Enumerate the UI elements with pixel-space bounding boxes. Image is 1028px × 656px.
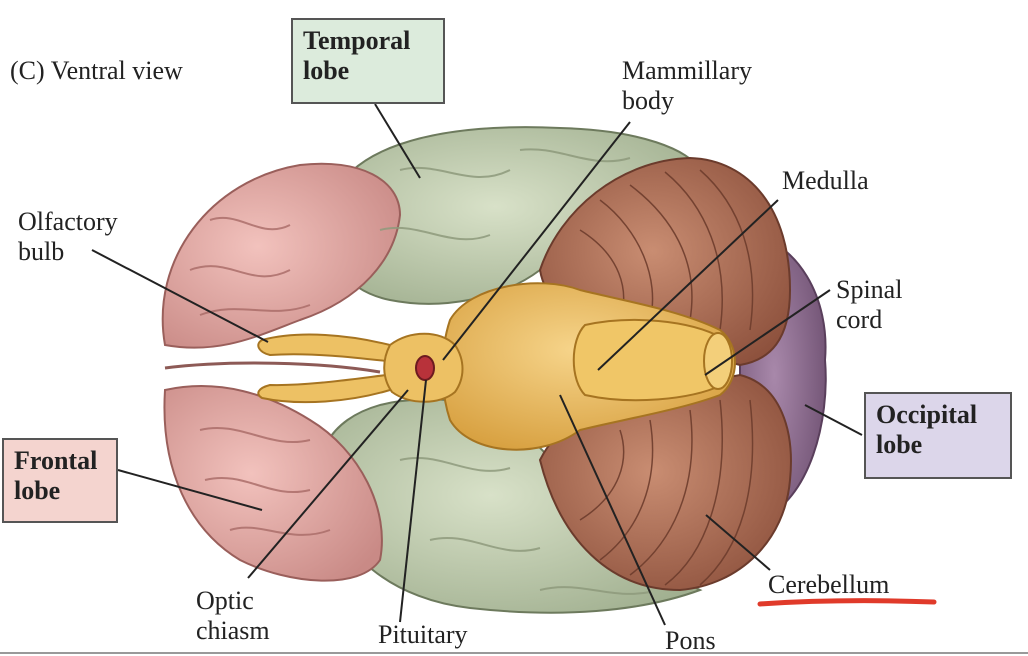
leader-occipital <box>804 404 863 436</box>
leader-optic <box>247 389 409 579</box>
leader-medulla <box>597 199 779 371</box>
cerebellum-label: Cerebellum <box>768 570 890 599</box>
frontal-lobe-lower-shape <box>163 385 383 582</box>
leader-temporal <box>374 103 421 179</box>
olfactory-bulb-label: Olfactory bulb <box>18 207 118 266</box>
leader-mammillary <box>442 121 631 361</box>
leader-spinal <box>704 289 831 376</box>
spinal-cord-label: Spinal cord <box>836 275 903 334</box>
leader-olfactory <box>91 249 269 343</box>
frontal-lobe-label-box: Frontal lobe <box>2 438 118 523</box>
spinal-cord-shape <box>703 332 733 390</box>
frontal-lobe-upper-shape <box>161 162 402 349</box>
cerebellum-highlight-underline <box>757 598 937 607</box>
pituitary-label: Pituitary <box>378 620 468 649</box>
panel-title: (C) Ventral view <box>10 56 183 85</box>
medulla-label: Medulla <box>782 166 869 195</box>
temporal-lobe-label-box: Temporal lobe <box>291 18 445 104</box>
leader-cerebellum <box>705 514 771 571</box>
pons-label: Pons <box>665 626 716 655</box>
pituitary-shape <box>415 355 435 381</box>
leader-pons <box>559 394 666 626</box>
leader-pituitary <box>399 379 427 623</box>
occipital-lobe-label-box: Occipital lobe <box>864 392 1012 479</box>
optic-chiasm-label: Optic chiasm <box>196 586 270 645</box>
mammillary-body-label: Mammillary body <box>622 56 752 115</box>
bottom-divider <box>0 652 1028 654</box>
leader-frontal <box>117 469 263 511</box>
